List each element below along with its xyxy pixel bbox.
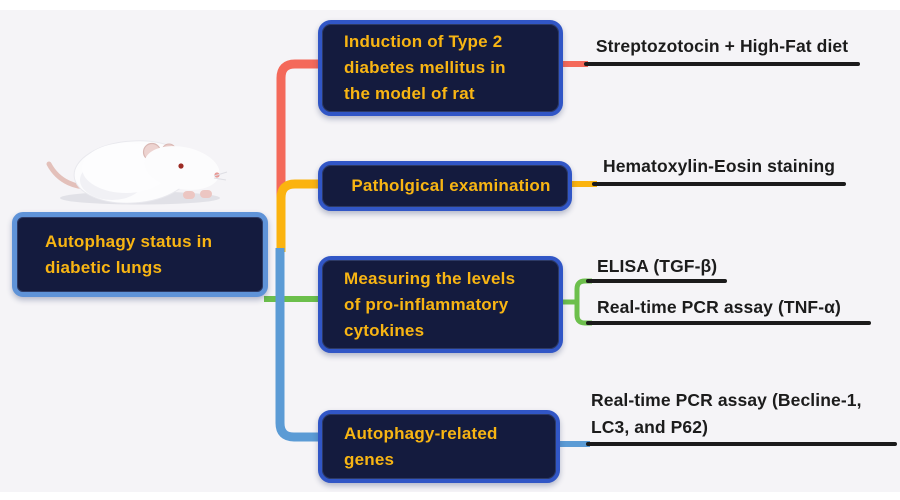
method-label-pcr-autophagy: Real-time PCR assay (Becline-1, LC3, and… (591, 387, 862, 441)
connector-pathology (276, 179, 330, 252)
method-underline (584, 62, 860, 66)
method-label-line: LC3, and P62) (591, 417, 709, 437)
connector-cytokines-bracket (574, 278, 592, 326)
branch-box-line: Patholgical examination (351, 176, 551, 195)
connector-induction (276, 59, 330, 252)
method-label-line: Real-time PCR assay (Becline-1, (591, 390, 862, 410)
method-underline (586, 442, 897, 446)
branch-box-line: of pro-inflammatory (344, 294, 509, 314)
connector-autophagy-genes (275, 248, 330, 442)
branch-box-line: cytokines (344, 320, 425, 340)
root-box-line: Autophagy status in (45, 231, 213, 251)
root-box-line: diabetic lungs (45, 257, 163, 277)
white-rat-illustration (46, 140, 228, 205)
branch-box-line: Autophagy-related (344, 423, 498, 443)
method-underline (592, 182, 846, 186)
method-underline (586, 321, 871, 325)
branch-box-line: the model of rat (344, 84, 475, 103)
method-underline (586, 279, 727, 283)
branch-box-pathology: Patholgical examination (318, 161, 572, 211)
root-box-autophagy-status: Autophagy status in diabetic lungs (12, 212, 268, 297)
branch-box-line: Measuring the levels (344, 268, 516, 288)
branch-box-line: Induction of Type 2 (344, 32, 503, 51)
method-label-pcr-tnf: Real-time PCR assay (TNF-α) (597, 297, 841, 317)
branch-box-line: genes (344, 449, 395, 469)
method-label-streptozotocin: Streptozotocin + High-Fat diet (595, 36, 849, 56)
branch-box-line: diabetes mellitus in (344, 58, 506, 77)
method-label-hematoxylin: Hematoxylin-Eosin staining (602, 156, 836, 176)
method-label-elisa: ELISA (TGF-β) (597, 256, 718, 276)
branch-box-autophagy-genes: Autophagy-related genes (318, 410, 560, 483)
branch-box-cytokines: Measuring the levels of pro-inflammatory… (318, 256, 563, 353)
branch-box-induction: Induction of Type 2 diabetes mellitus in… (318, 20, 563, 116)
